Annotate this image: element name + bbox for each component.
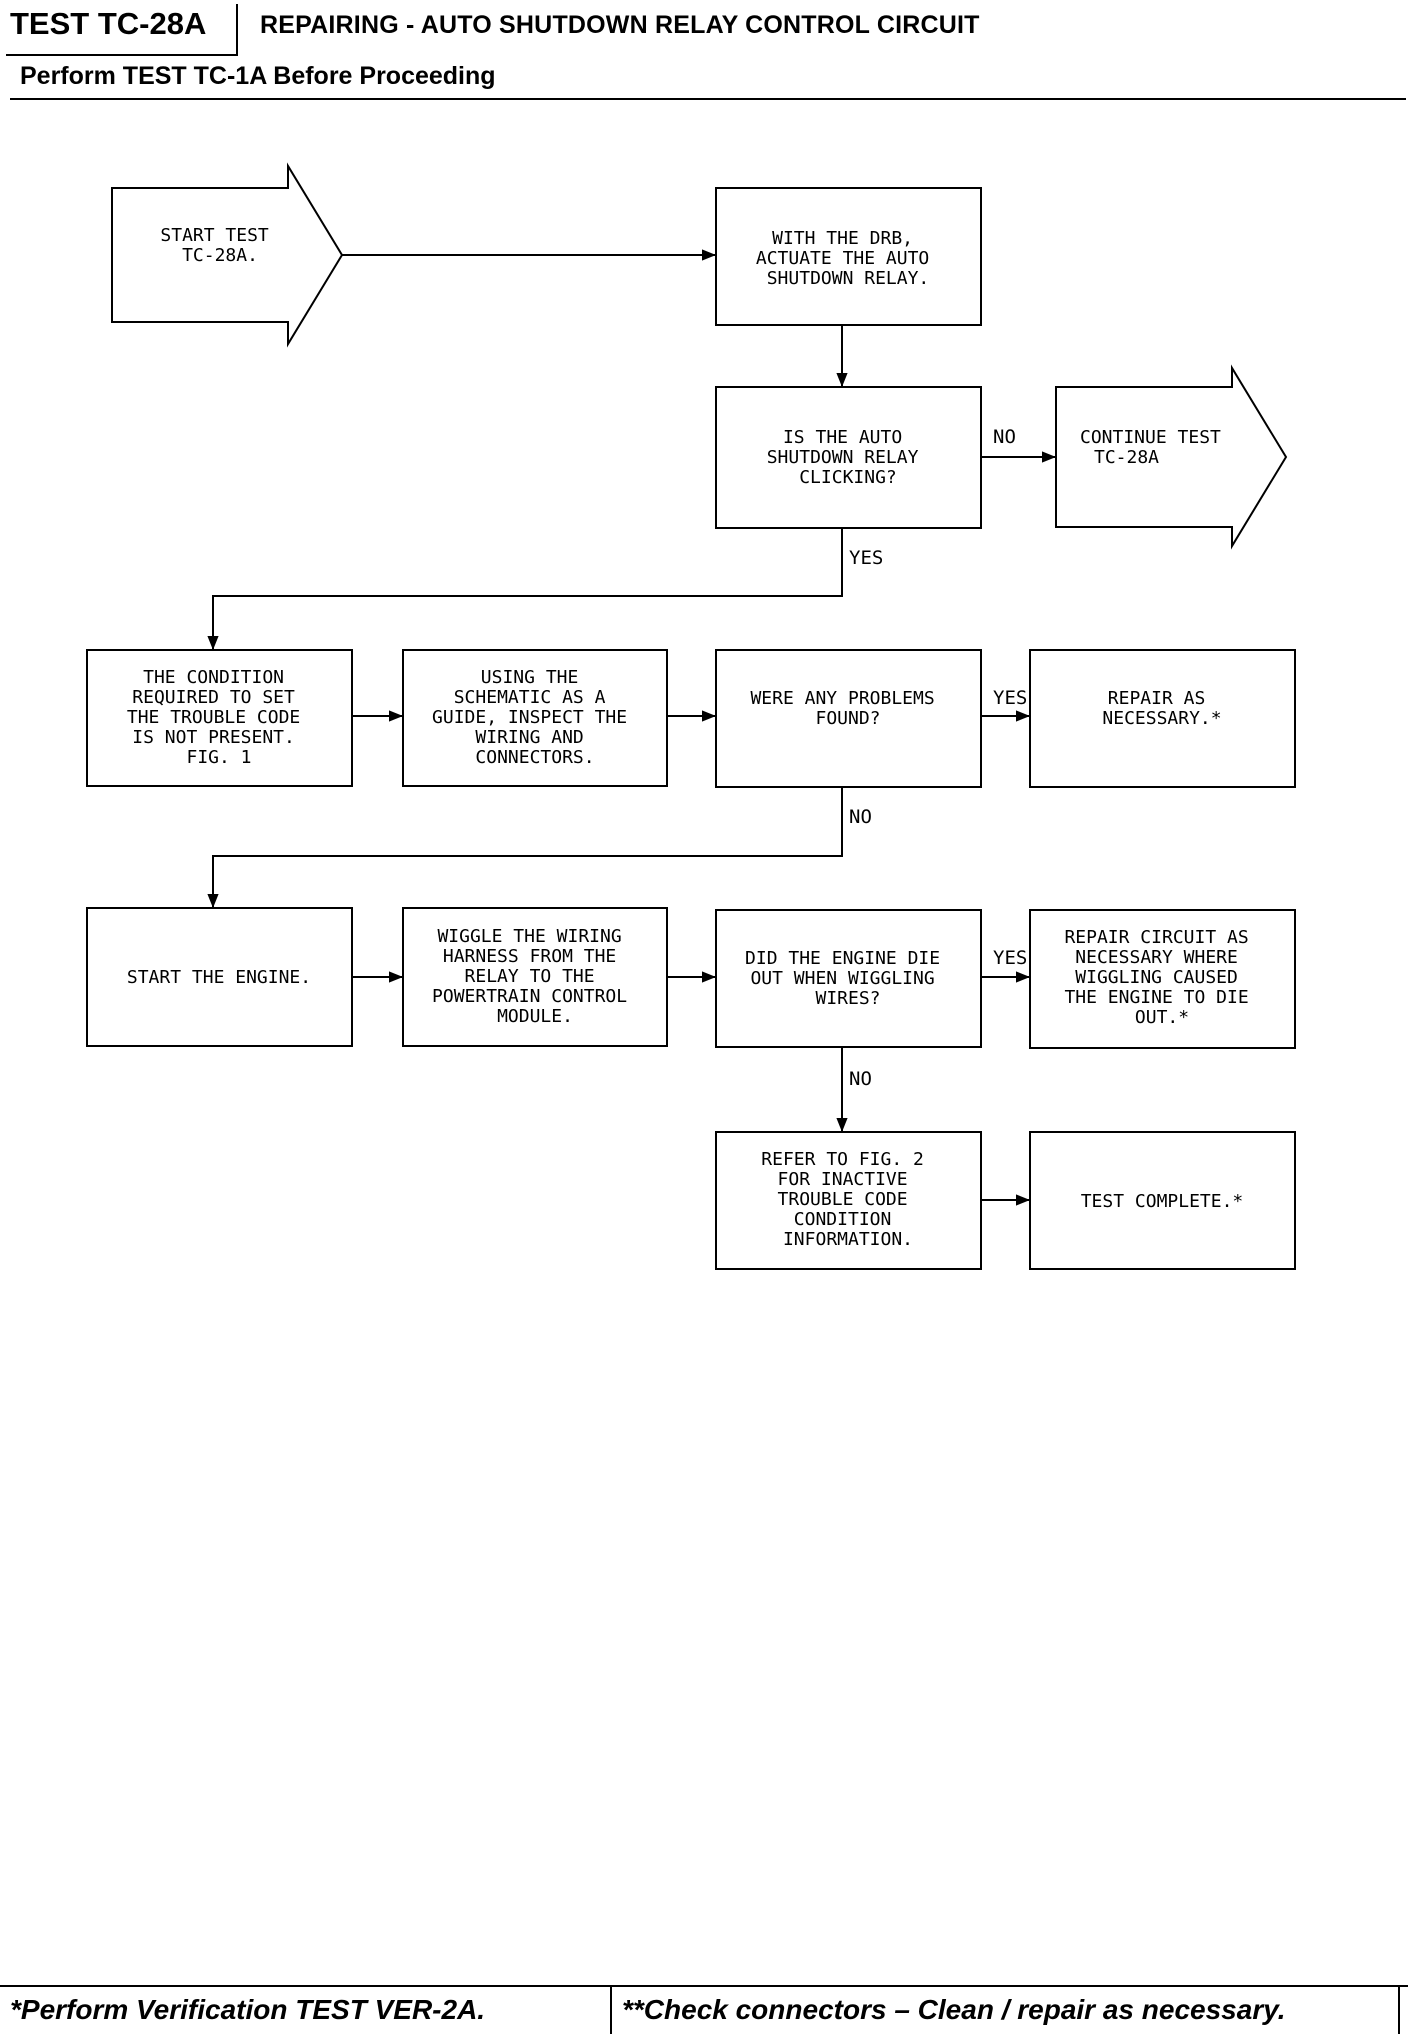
header-divider-vertical [236, 4, 238, 56]
start-test-line-2: TC-28A. [182, 245, 258, 266]
svg-text:DID THE ENGINE DIE OUT W: DID THE ENGINE DIE OUT WHEN WIGGLING WIR… [745, 948, 951, 1009]
start-test-text: START TEST TC-28A. [160, 225, 279, 266]
svg-text:IS THE AUTO SHUTDOWN REL: IS THE AUTO SHUTDOWN RELAY CLICKING? [767, 427, 930, 488]
inspect-line-4: WIRING AND [475, 727, 583, 748]
label-yes-problems: YES [993, 687, 1027, 709]
footer-divider [610, 1985, 612, 2034]
repair-circuit-line-2: NECESSARY WHERE [1075, 947, 1238, 968]
header-rule-bottom [10, 98, 1406, 100]
repair-necessary-line-2: NECESSARY.* [1102, 708, 1221, 729]
wiggle-line-1: WIGGLE THE WIRING [437, 926, 621, 947]
refer-line-5: INFORMATION. [783, 1229, 913, 1250]
problems-found-node: WERE ANY PROBLEMS FOUND? [715, 649, 982, 788]
repair-circuit-line-5: OUT.* [1135, 1007, 1189, 1028]
inspect-line-2: SCHEMATIC AS A [454, 687, 606, 708]
start-engine-node: START THE ENGINE. [86, 907, 353, 1047]
svg-text:WERE ANY PROBLEMS FOUND?: WERE ANY PROBLEMS FOUND? [750, 688, 945, 729]
engine-die-node: DID THE ENGINE DIE OUT WHEN WIGGLING WIR… [715, 909, 982, 1048]
relay-clicking-line-3: CLICKING? [799, 467, 897, 488]
relay-clicking-line-2: SHUTDOWN RELAY [767, 447, 919, 468]
engine-die-line-1: DID THE ENGINE DIE [745, 948, 940, 969]
svg-text:TEST COMPLETE.*: TEST COMPLETE.* [1081, 1191, 1244, 1212]
label-yes-engine-die: YES [993, 947, 1027, 969]
label-no-problems: NO [849, 806, 872, 828]
actuate-relay-line-1: WITH THE DRB, [772, 228, 913, 249]
repair-circuit-node: REPAIR CIRCUIT AS NECESSARY WHERE WIGGLI… [1029, 909, 1296, 1049]
label-yes-clicking: YES [849, 547, 883, 569]
page-title: REPAIRING - AUTO SHUTDOWN RELAY CONTROL … [260, 11, 980, 39]
continue-test-line-2: TC-28A [1094, 447, 1159, 468]
relay-clicking-node: IS THE AUTO SHUTDOWN RELAY CLICKING? [715, 386, 982, 529]
repair-necessary-node: REPAIR AS NECESSARY.* [1029, 649, 1296, 788]
condition-line-2: REQUIRED TO SET [132, 687, 295, 708]
svg-text:THE CONDITION REQUIRED T: THE CONDITION REQUIRED TO SET THE TROUBL… [127, 667, 311, 768]
start-engine-line-1: START THE ENGINE. [127, 967, 311, 988]
condition-line-3: THE TROUBLE CODE [127, 707, 300, 728]
refer-line-3: TROUBLE CODE [778, 1189, 908, 1210]
actuate-relay-line-2: ACTUATE THE AUTO [756, 248, 929, 269]
refer-fig2-node: REFER TO FIG. 2 FOR INACTIVE TROUBLE COD… [715, 1131, 982, 1270]
wiggle-line-4: POWERTRAIN CONTROL [432, 986, 627, 1007]
continue-test-line-1: CONTINUE TEST [1080, 427, 1221, 448]
inspect-line-1: USING THE [481, 667, 579, 688]
repair-circuit-line-4: THE ENGINE TO DIE [1064, 987, 1248, 1008]
header-rule-top [6, 54, 238, 56]
condition-not-present-node: THE CONDITION REQUIRED TO SET THE TROUBL… [86, 649, 353, 787]
problems-line-1: WERE ANY PROBLEMS [750, 688, 934, 709]
footer-verification-note: *Perform Verification TEST VER-2A. [10, 1994, 486, 2025]
wiggle-harness-node: WIGGLE THE WIRING HARNESS FROM THE RELAY… [402, 907, 668, 1047]
refer-line-2: FOR INACTIVE [778, 1169, 908, 1190]
svg-text:CONTINUE TEST TC-28A: CONTINUE TEST TC-28A [1080, 427, 1232, 468]
wiggle-line-5: MODULE. [497, 1006, 573, 1027]
svg-text:REPAIR CIRCUIT AS NECESS: REPAIR CIRCUIT AS NECESSARY WHERE WIGGLI… [1064, 927, 1259, 1028]
engine-die-line-2: OUT WHEN WIGGLING [750, 968, 934, 989]
continue-test-node: CONTINUE TEST TC-28A [1055, 364, 1288, 550]
repair-circuit-line-1: REPAIR CIRCUIT AS [1064, 927, 1248, 948]
actuate-relay-node: WITH THE DRB, ACTUATE THE AUTO SHUTDOWN … [715, 187, 982, 326]
svg-text:WITH THE DRB, ACTUATE TH: WITH THE DRB, ACTUATE THE AUTO SHUTDOWN … [756, 228, 940, 289]
test-complete-line-1: TEST COMPLETE.* [1081, 1191, 1244, 1212]
refer-line-1: REFER TO FIG. 2 [761, 1149, 924, 1170]
refer-line-4: CONDITION [794, 1209, 892, 1230]
start-test-node: START TEST TC-28A. [111, 162, 344, 348]
svg-text:REFER TO FIG. 2 FOR INAC: REFER TO FIG. 2 FOR INACTIVE TROUBLE COD… [761, 1149, 934, 1250]
inspect-wiring-node: USING THE SCHEMATIC AS A GUIDE, INSPECT … [402, 649, 668, 787]
inspect-line-3: GUIDE, INSPECT THE [432, 707, 627, 728]
repair-necessary-line-1: REPAIR AS [1108, 688, 1206, 709]
connector-problems-no [207, 787, 843, 908]
start-test-line-1: START TEST [160, 225, 269, 246]
test-id: TEST TC-28A [10, 6, 207, 41]
svg-text:WIGGLE THE WIRING HARNES: WIGGLE THE WIRING HARNESS FROM THE RELAY… [432, 926, 638, 1027]
condition-line-1: THE CONDITION [143, 667, 284, 688]
footer-right-edge [1398, 1985, 1400, 2034]
test-complete-node: TEST COMPLETE.* [1029, 1131, 1296, 1270]
condition-line-4: IS NOT PRESENT. [132, 727, 295, 748]
inspect-line-5: CONNECTORS. [475, 747, 594, 768]
flowchart: START TEST TC-28A. WITH THE DRB, ACTUATE… [86, 162, 1296, 1270]
problems-line-2: FOUND? [815, 708, 880, 729]
relay-clicking-line-1: IS THE AUTO [783, 427, 902, 448]
repair-circuit-line-3: WIGGLING CAUSED [1075, 967, 1238, 988]
page-subtitle: Perform TEST TC-1A Before Proceeding [20, 62, 496, 90]
engine-die-line-3: WIRES? [815, 988, 880, 1009]
label-no-engine-die: NO [849, 1068, 872, 1090]
wiggle-line-3: RELAY TO THE [465, 966, 595, 987]
svg-text:REPAIR AS NECESSARY.*: REPAIR AS NECESSARY.* [1102, 688, 1221, 729]
svg-text:START THE ENGINE.: START THE ENGINE. [127, 967, 311, 988]
condition-line-5: FIG. 1 [186, 747, 251, 768]
footer-rule [0, 1985, 1408, 1987]
svg-text:USING THE SCHEMATIC AS A: USING THE SCHEMATIC AS A GUIDE, INSPECT … [432, 667, 638, 768]
label-no-clicking: NO [993, 426, 1016, 448]
actuate-relay-line-3: SHUTDOWN RELAY. [767, 268, 930, 289]
connector-clicking-yes [207, 528, 843, 650]
footer-connectors-note: **Check connectors – Clean / repair as n… [622, 1994, 1286, 2025]
wiggle-line-2: HARNESS FROM THE [443, 946, 616, 967]
